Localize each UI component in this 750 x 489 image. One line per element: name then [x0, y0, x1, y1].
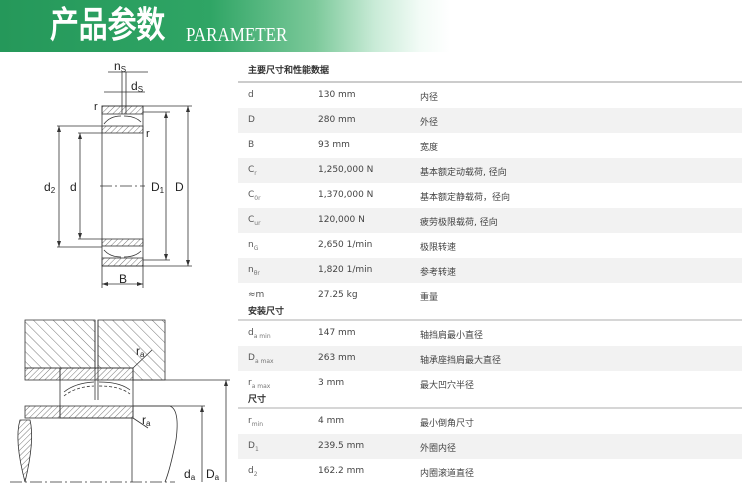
param-description: 重量 — [420, 293, 439, 303]
banner-title-en: PARAMETER — [186, 24, 288, 46]
label-B: B — [119, 272, 127, 286]
subsection-title: 安装尺寸 — [248, 307, 285, 317]
table-row: nθr 1,820 1/min 参考转速 — [238, 258, 742, 283]
param-value: 1,370,000 N — [318, 190, 374, 200]
table-row: rmin 4 mm 最小倒角尺寸 — [238, 409, 742, 434]
label-d: d — [70, 180, 77, 194]
table-row: D1 239.5 mm 外圈内径 — [238, 434, 742, 459]
table-row: D 280 mm 外径 — [238, 108, 742, 133]
param-symbol: nG — [248, 240, 259, 252]
param-value: 1,820 1/min — [318, 265, 373, 275]
param-value: 3 mm — [318, 378, 345, 388]
param-description: 最小倒角尺寸 — [420, 419, 475, 429]
param-description: 外径 — [420, 118, 439, 128]
param-value: 2,650 1/min — [318, 240, 373, 250]
page-banner: 产品参数 PARAMETER — [0, 0, 750, 52]
param-symbol: ≈m — [248, 290, 265, 300]
param-description: 内圈滚道直径 — [420, 469, 475, 479]
param-symbol: D — [248, 115, 255, 125]
label-ds: dS — [131, 79, 143, 94]
param-value: 147 mm — [318, 328, 356, 338]
param-description: 外圈内径 — [420, 444, 457, 454]
label-ns: nS — [114, 59, 126, 74]
param-value: 93 mm — [318, 140, 350, 150]
table-row: ra max 3 mm 最大凹穴半径尺寸 — [238, 371, 742, 409]
param-symbol: C0r — [248, 190, 261, 202]
section-title: 主要尺寸和性能数据 — [238, 60, 742, 83]
param-description: 疲劳极限载荷, 径向 — [420, 218, 498, 228]
param-value: 1,250,000 N — [318, 165, 374, 175]
param-value: 4 mm — [318, 416, 345, 426]
param-value: 120,000 N — [318, 215, 365, 225]
banner-title-cn: 产品参数 — [50, 5, 166, 46]
bearing-cross-section-diagram: nS dS r r d2 d D1 D B — [44, 59, 192, 288]
table-row: da min 147 mm 轴挡肩最小直径 — [238, 321, 742, 346]
param-value: 162.2 mm — [318, 466, 365, 476]
mounting-diagram: ra ra da Da — [10, 319, 230, 483]
label-Da: Da — [206, 467, 220, 482]
param-symbol: Cur — [248, 215, 261, 227]
param-symbol: B — [248, 140, 255, 150]
table-row: Cr 1,250,000 N 基本额定动载荷, 径向 — [238, 158, 742, 183]
param-description: 轴挡肩最小直径 — [420, 331, 484, 341]
label-D1: D1 — [151, 180, 165, 195]
table-row: nG 2,650 1/min 极限转速 — [238, 233, 742, 258]
param-symbol: rmin — [248, 416, 264, 428]
table-row: d2 162.2 mm 内圈滚道直径 — [238, 459, 742, 484]
param-value: 27.25 kg — [318, 290, 358, 300]
label-d2: d2 — [44, 180, 56, 195]
param-value: 263 mm — [318, 353, 356, 363]
label-r-inner: r — [146, 128, 150, 140]
subsection-title: 尺寸 — [248, 395, 267, 405]
param-description: 基本额定静载荷，径向 — [420, 193, 511, 203]
table-row: d 130 mm 内径 — [238, 83, 742, 108]
param-description: 参考转速 — [420, 268, 457, 278]
table-row: B 93 mm 宽度 — [238, 133, 742, 158]
param-symbol: da min — [248, 328, 271, 340]
param-symbol: Cr — [248, 165, 257, 177]
param-description: 极限转速 — [420, 243, 457, 253]
label-r-top: r — [94, 101, 98, 113]
param-description: 最大凹穴半径 — [420, 381, 475, 391]
table-row: Da max 263 mm 轴承座挡肩最大直径 — [238, 346, 742, 371]
param-symbol: d2 — [248, 466, 258, 478]
label-da: da — [184, 467, 196, 482]
table-row: ≈m 27.25 kg 重量安装尺寸 — [238, 283, 742, 321]
param-symbol: D1 — [248, 441, 259, 453]
param-symbol: Da max — [248, 353, 274, 365]
param-symbol: nθr — [248, 265, 260, 277]
param-symbol: ra max — [248, 378, 271, 390]
table-row: Cur 120,000 N 疲劳极限载荷, 径向 — [238, 208, 742, 233]
param-value: 130 mm — [318, 90, 356, 100]
param-symbol: d — [248, 90, 254, 100]
param-description: 宽度 — [420, 143, 439, 153]
param-description: 基本额定动载荷, 径向 — [420, 168, 507, 178]
param-value: 239.5 mm — [318, 441, 365, 451]
param-description: 轴承座挡肩最大直径 — [420, 356, 502, 366]
param-description: 内径 — [420, 93, 439, 103]
table-row: C0r 1,370,000 N 基本额定静载荷，径向 — [238, 183, 742, 208]
parameter-table: 主要尺寸和性能数据 d 130 mm 内径 D 280 mm 外径 B 93 mm 宽度 Cr 1,… — [238, 60, 742, 484]
label-ra-bottom: ra — [142, 413, 151, 428]
label-D: D — [175, 180, 184, 194]
label-ra-top: ra — [136, 344, 145, 359]
param-value: 280 mm — [318, 115, 356, 125]
